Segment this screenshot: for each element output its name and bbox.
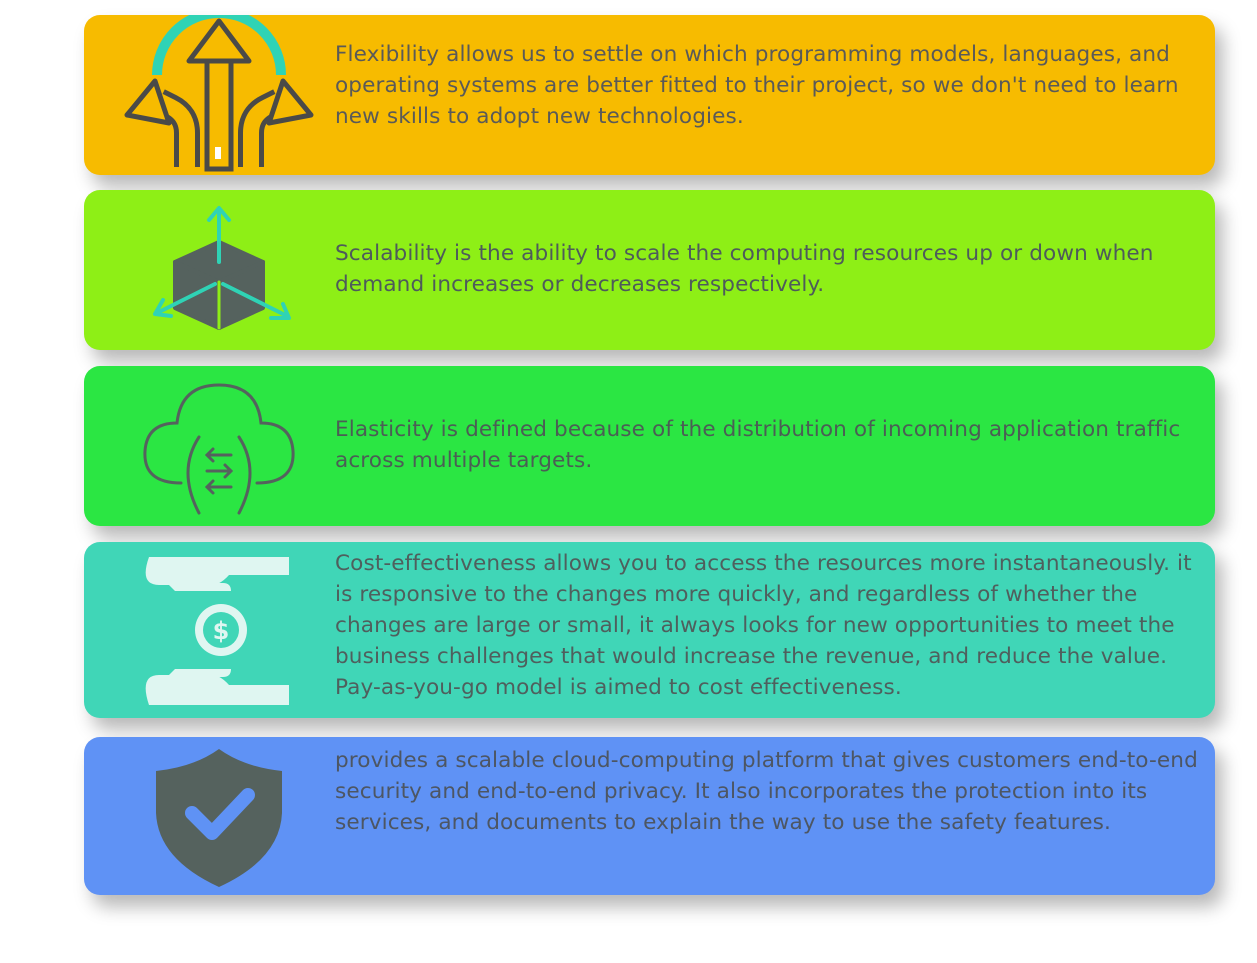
card-scalability: Scalability is the ability to scale the …: [84, 190, 1215, 350]
card-text: provides a scalable cloud-computing plat…: [335, 748, 1198, 835]
card-flexibility: Flexibility allows us to settle on which…: [84, 15, 1215, 175]
scaling-cube-icon: [114, 190, 324, 350]
card-cost-effectiveness: $ Cost-effectiveness allows you to acces…: [84, 542, 1215, 718]
card-text: Elasticity is defined because of the dis…: [335, 417, 1181, 473]
svg-text:$: $: [213, 617, 230, 645]
card-security: provides a scalable cloud-computing plat…: [84, 737, 1215, 895]
card-text: Flexibility allows us to settle on which…: [335, 42, 1179, 129]
hands-coin-icon: $: [114, 542, 324, 718]
card-text: Cost-effectiveness allows you to access …: [335, 551, 1192, 700]
cloud-traffic-icon: [114, 366, 324, 526]
shield-check-icon: [114, 737, 324, 895]
card-text: Scalability is the ability to scale the …: [335, 241, 1154, 297]
card-elasticity: Elasticity is defined because of the dis…: [84, 366, 1215, 526]
branching-arrows-icon: [114, 15, 324, 175]
